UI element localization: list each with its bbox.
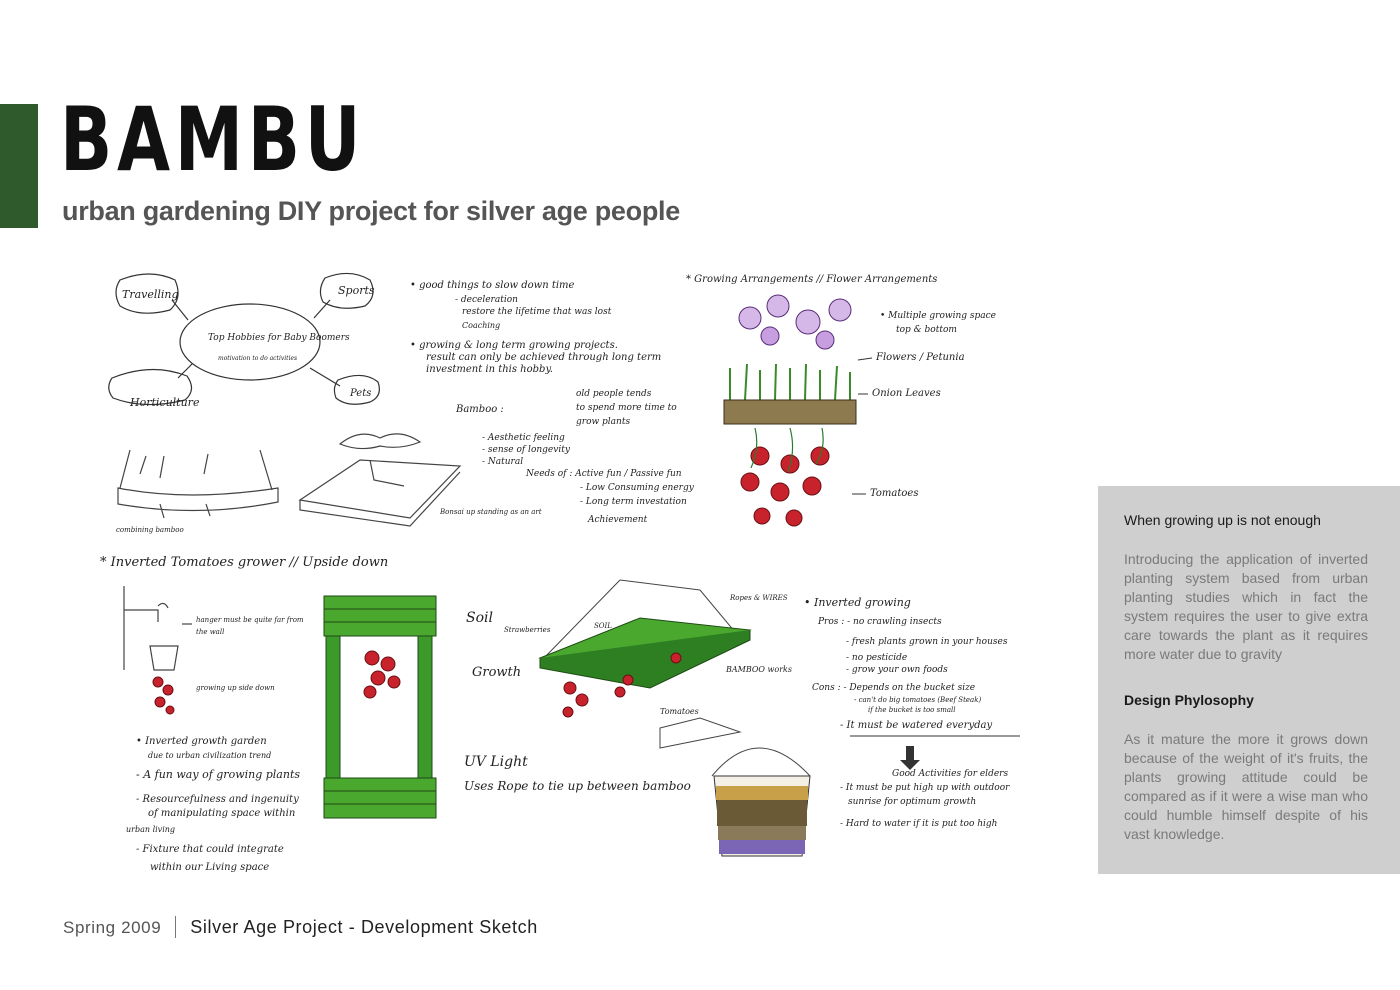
svg-text:- Long term investation: - Long term investation [580,497,687,507]
label-uv-light: UV Light [464,754,528,770]
svg-text:Achievement: Achievement [587,515,648,525]
svg-text:the wall: the wall [196,628,224,636]
svg-text:- Resourcefulness and ingenuit: - Resourcefulness and ingenuity [136,794,299,805]
petunia-planter [723,294,857,527]
svg-text:sunrise for optimum growth: sunrise for optimum growth [848,797,976,807]
svg-text:of manipulating space within: of manipulating space within [148,808,295,819]
label-rope: Uses Rope to tie up between bamboo [464,779,691,793]
footer-season: Spring 2009 [63,918,162,937]
svg-text:restore the lifetime that was: restore the lifetime that was lost [462,307,612,317]
mindmap-center: Top Hobbies for Baby Boomers [208,333,350,343]
svg-text:urban living: urban living [126,825,175,834]
svg-text:- A fun way of growing plants: - A fun way of growing plants [136,768,300,781]
svg-text:grow plants: grow plants [576,417,630,427]
svg-text:Good Activities for elders: Good Activities for elders [892,769,1008,779]
info-panel: When growing up is not enough Introducin… [1098,486,1400,874]
footer: Spring 2009 Silver Age Project - Developm… [63,916,538,938]
arrow-down-icon [900,746,920,770]
notes-a: • good things to slow down time - decele… [410,280,661,375]
label-flowers: Flowers / Petunia [875,352,965,363]
arrangements-title: * Growing Arrangements // Flower Arrange… [686,274,937,285]
wall-hanger-sketch [123,586,192,671]
svg-text:old people tends: old people tends [576,389,652,399]
mindmap-center-sub: motivation to do activities [218,355,297,362]
mindmap-node-horticulture: Horticulture [129,396,200,409]
svg-text:within our Living space: within our Living space [150,862,269,873]
svg-text:• Multiple growing space: • Multiple growing space [880,311,996,321]
svg-text:Coaching: Coaching [462,321,500,330]
label-growth: Growth [472,665,521,680]
svg-text:- Aesthetic feeling: - Aesthetic feeling [482,433,565,443]
svg-text:• Inverted growing: • Inverted growing [804,596,911,609]
svg-text:- Natural: - Natural [482,457,523,467]
inverted-title: * Inverted Tomatoes grower // Upside dow… [100,555,388,570]
svg-text:hanger must be quite far from: hanger must be quite far from [196,616,304,624]
hanging-tray [538,579,752,718]
page-subtitle: urban gardening DIY project for silver a… [62,196,680,226]
label-bonsai: Bonsai up standing as an art [439,508,542,516]
svg-text:Strawberries: Strawberries [504,626,551,634]
svg-text:- It must be put high up with: - It must be put high up with outdoor [840,783,1010,793]
notes-c: • Inverted growing Pros : - no crawling … [804,596,1010,829]
svg-text:Pros : - no crawling insects: Pros : - no crawling insects [817,617,942,627]
svg-text:result can only be achieved th: result can only be achieved through long… [426,352,661,363]
svg-text:• growing & long term growing: • growing & long term growing projects. [410,340,618,351]
svg-text:- no pesticide: - no pesticide [846,653,907,663]
svg-text:• good things to slow down tim: • good things to slow down time [410,280,575,291]
page-title: BAMBU [60,88,366,191]
svg-text:- can't do big tomatoes (Beef: - can't do big tomatoes (Beef Steak) [854,696,981,704]
svg-text:if the bucket is too small: if the bucket is too small [868,706,955,714]
svg-text:- grow your own foods: - grow your own foods [846,665,948,675]
svg-text:Ropes & WIRES: Ropes & WIRES [729,594,788,602]
svg-text:to spend more time to: to spend more time to [576,403,677,413]
bucket-sketch [659,717,811,857]
label-tomatoes-top: Tomatoes [870,488,918,499]
svg-text:- Hard to water if it is put t: - Hard to water if it is put too high [840,819,997,829]
svg-text:due to urban civilization tren: due to urban civilization trend [148,751,271,760]
mindmap-node-sports: Sports [338,284,375,297]
svg-text:investment in this hobby.: investment in this hobby. [426,364,553,375]
label-soil: Soil [466,610,493,626]
svg-text:SOIL: SOIL [594,622,612,630]
panel-paragraph-1: Introducing the application of inverted … [1124,551,1368,662]
bamboo-tower [323,595,437,819]
label-combining: combining bamboo [116,526,184,534]
bonsai-sketch [298,433,462,527]
bamboo-heading: Bamboo : [455,404,504,415]
footer-project: Silver Age Project - Development Sketch [190,917,538,937]
svg-text:- Fixture that could integrate: - Fixture that could integrate [136,844,284,855]
panel-heading-2: Design Phylosophy [1124,692,1254,708]
label-growing-upside-down: growing up side down [196,684,275,692]
label-onion: Onion Leaves [872,388,941,399]
svg-text:- deceleration: - deceleration [455,295,518,305]
svg-text:Needs of : Active fun / Passiv: Needs of : Active fun / Passive fun [525,469,682,479]
development-sketch: Top Hobbies for Baby Boomers motivation … [100,272,1020,873]
svg-text:- It must be watered everyday: - It must be watered everyday [840,720,992,731]
tower-tomatoes [363,650,401,699]
panel-paragraph-2: As it mature the more it grows down beca… [1124,731,1368,842]
svg-text:• Inverted growth garden: • Inverted growth garden [136,736,267,747]
svg-text:Tomatoes: Tomatoes [660,707,699,716]
footer-divider [175,916,177,938]
svg-text:- fresh plants grown in your h: - fresh plants grown in your houses [846,637,1008,647]
svg-text:- Low Consuming energy: - Low Consuming energy [580,483,695,493]
notes-b: • Inverted growth garden due to urban ci… [126,736,300,873]
hanging-tomatoes-small [152,676,175,715]
svg-text:- sense of longevity: - sense of longevity [482,445,571,455]
accent-bar [0,104,38,228]
svg-text:Cons : - Depends on the bucket: Cons : - Depends on the bucket size [812,683,975,693]
svg-text:top & bottom: top & bottom [896,325,957,335]
hanging-pipe-sketch [117,449,279,519]
panel-heading-1: When growing up is not enough [1124,512,1321,528]
mindmap-node-pets: Pets [349,388,371,399]
mindmap [108,272,380,406]
mindmap-node-travelling: Travelling [122,288,179,301]
svg-text:BAMBOO works: BAMBOO works [725,665,792,674]
